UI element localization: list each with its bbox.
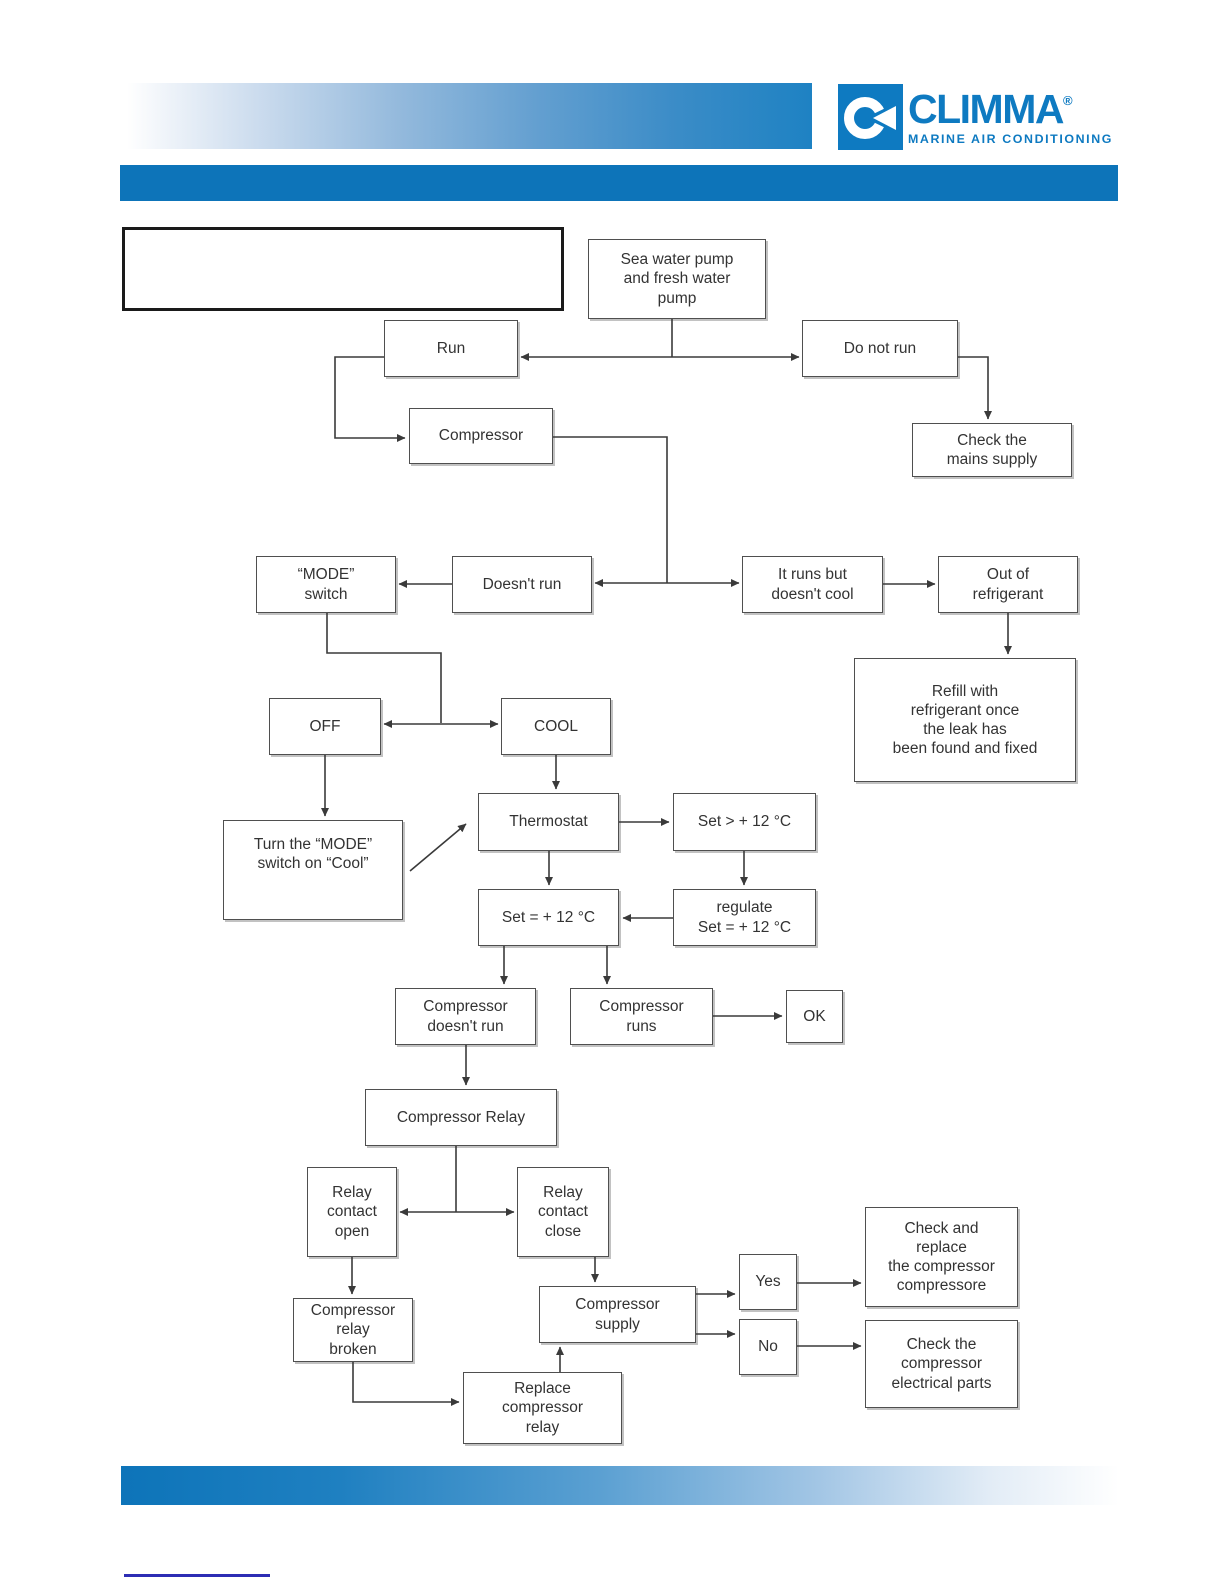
- node-compressor-relay: Compressor Relay: [365, 1089, 557, 1146]
- node-yes: Yes: [739, 1254, 797, 1310]
- node-replace-compressor-relay: Replace compressor relay: [463, 1372, 622, 1444]
- footer-gradient-bar: [121, 1466, 1119, 1505]
- node-runs-but-doesnt-cool: It runs but doesn't cool: [742, 556, 883, 613]
- registered-mark: ®: [1062, 93, 1073, 108]
- node-compressor-supply: Compressor supply: [539, 1286, 696, 1343]
- node-no: No: [739, 1319, 797, 1375]
- node-relay-contact-open: Relay contact open: [307, 1167, 397, 1257]
- node-check-replace-compressor: Check and replace the compressor compres…: [865, 1207, 1018, 1307]
- connector-donotrun-checkmains: [958, 356, 992, 420]
- node-sea-water-pump: Sea water pump and fresh water pump: [588, 239, 766, 319]
- node-set-eq-12: Set = + 12 °C: [478, 889, 619, 946]
- node-thermostat: Thermostat: [478, 793, 619, 851]
- node-run: Run: [384, 320, 518, 377]
- header-solid-bar: [120, 165, 1118, 201]
- connector-turnmode-thermostat: [409, 823, 467, 872]
- node-check-mains-supply: Check the mains supply: [912, 423, 1072, 477]
- brand-block: CLIMMA® MARINE AIR CONDITIONING: [908, 86, 1113, 147]
- node-compressor: Compressor: [409, 408, 553, 464]
- node-compressor-doesnt-run: Compressor doesn't run: [395, 988, 536, 1045]
- node-relay-contact-close: Relay contact close: [517, 1167, 609, 1257]
- node-mode-switch: “MODE” switch: [256, 556, 396, 613]
- node-compressor-runs: Compressor runs: [570, 988, 713, 1045]
- node-do-not-run: Do not run: [802, 320, 958, 377]
- node-off: OFF: [269, 698, 381, 755]
- node-doesnt-run: Doesn't run: [452, 556, 592, 613]
- node-out-of-refrigerant: Out of refrigerant: [938, 556, 1078, 613]
- node-title-box: [122, 227, 564, 311]
- brand-tagline: MARINE AIR CONDITIONING: [908, 132, 1113, 147]
- node-regulate-set: regulate Set = + 12 °C: [673, 889, 816, 946]
- connector-broken-replace: [352, 1362, 460, 1406]
- header-gradient-bar: [127, 83, 812, 149]
- footer-underline: [124, 1574, 270, 1577]
- node-refill-refrigerant: Refill with refrigerant once the leak ha…: [854, 658, 1076, 782]
- node-cool: COOL: [501, 698, 611, 755]
- node-compressor-relay-broken: Compressor relay broken: [293, 1298, 413, 1362]
- node-check-electrical-parts: Check the compressor electrical parts: [865, 1320, 1018, 1408]
- climma-logo-icon: [838, 84, 903, 150]
- brand-text: CLIMMA: [908, 86, 1064, 132]
- brand-name: CLIMMA®: [908, 86, 1108, 132]
- node-set-gt-12: Set > + 12 °C: [673, 793, 816, 851]
- node-turn-mode-cool: Turn the “MODE” switch on “Cool”: [223, 820, 403, 920]
- node-ok: OK: [786, 990, 843, 1043]
